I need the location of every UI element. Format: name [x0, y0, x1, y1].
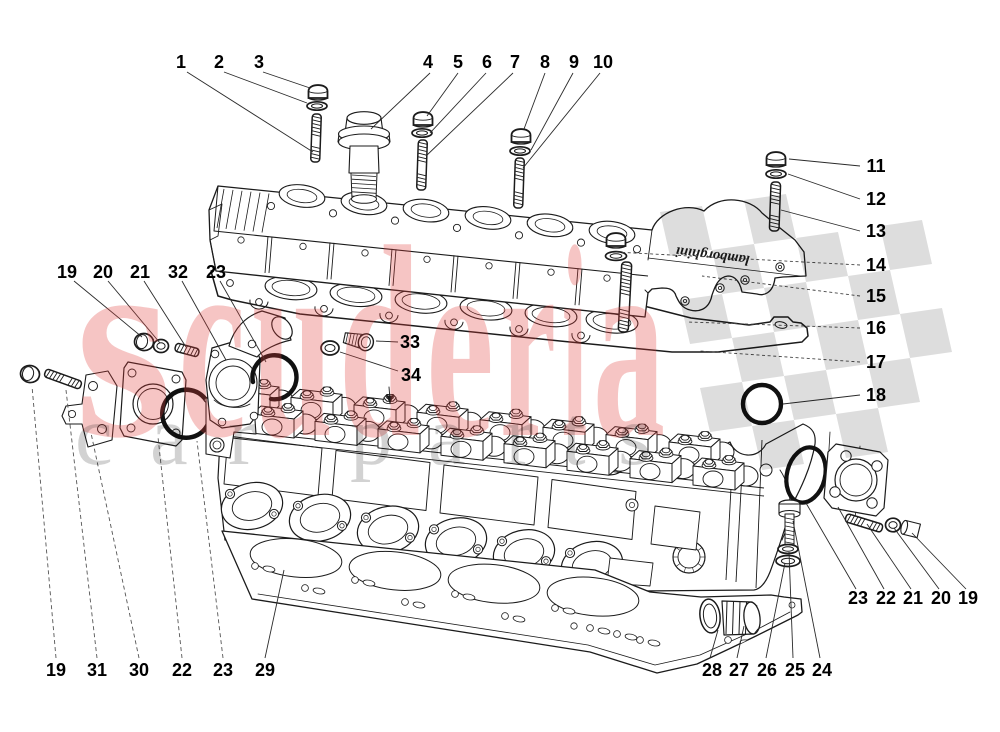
svg-text:29: 29	[255, 660, 275, 680]
svg-text:13: 13	[866, 221, 886, 241]
svg-text:32: 32	[168, 262, 188, 282]
svg-text:e: e	[426, 191, 494, 495]
svg-text:p: p	[350, 389, 393, 483]
svg-text:28: 28	[702, 660, 722, 680]
svg-text:15: 15	[866, 286, 886, 306]
svg-text:26: 26	[757, 660, 777, 680]
svg-text:16: 16	[866, 318, 886, 338]
svg-text:23: 23	[206, 262, 226, 282]
svg-text:22: 22	[876, 588, 896, 608]
svg-text:c: c	[75, 389, 113, 483]
svg-text:17: 17	[866, 352, 886, 372]
svg-text:34: 34	[401, 365, 421, 385]
svg-text:a: a	[150, 389, 188, 483]
svg-text:22: 22	[172, 660, 192, 680]
svg-text:t: t	[562, 389, 586, 483]
svg-text:u: u	[252, 191, 333, 495]
svg-text:30: 30	[129, 660, 149, 680]
svg-text:14: 14	[866, 255, 886, 275]
svg-text:19: 19	[958, 588, 978, 608]
svg-text:9: 9	[569, 52, 579, 72]
svg-text:s: s	[618, 389, 651, 483]
svg-text:20: 20	[93, 262, 113, 282]
svg-text:8: 8	[540, 52, 550, 72]
svg-text:19: 19	[46, 660, 66, 680]
svg-text:c: c	[178, 191, 246, 495]
svg-text:18: 18	[866, 385, 886, 405]
svg-text:a: a	[593, 191, 665, 495]
svg-text:d: d	[339, 191, 420, 495]
svg-text:33: 33	[400, 332, 420, 352]
svg-text:19: 19	[57, 262, 77, 282]
svg-text:31: 31	[87, 660, 107, 680]
svg-text:25: 25	[785, 660, 805, 680]
svg-text:r: r	[228, 389, 256, 483]
svg-text:10: 10	[593, 52, 613, 72]
svg-text:4: 4	[423, 52, 433, 72]
svg-text:23: 23	[213, 660, 233, 680]
svg-text:r: r	[505, 389, 533, 483]
svg-text:23: 23	[848, 588, 868, 608]
svg-text:s: s	[75, 191, 172, 495]
svg-text:27: 27	[729, 660, 749, 680]
svg-text:a: a	[428, 389, 466, 483]
svg-text:7: 7	[510, 52, 520, 72]
svg-text:11: 11	[866, 156, 885, 176]
svg-text:6: 6	[482, 52, 492, 72]
svg-text:2: 2	[214, 52, 224, 72]
svg-text:1: 1	[176, 52, 186, 72]
svg-text:i: i	[562, 191, 587, 495]
svg-text:24: 24	[812, 660, 832, 680]
svg-text:20: 20	[931, 588, 951, 608]
svg-text:3: 3	[254, 52, 264, 72]
svg-text:12: 12	[866, 189, 886, 209]
svg-text:r: r	[500, 191, 556, 495]
svg-text:21: 21	[903, 588, 923, 608]
svg-text:5: 5	[453, 52, 463, 72]
svg-text:21: 21	[130, 262, 150, 282]
